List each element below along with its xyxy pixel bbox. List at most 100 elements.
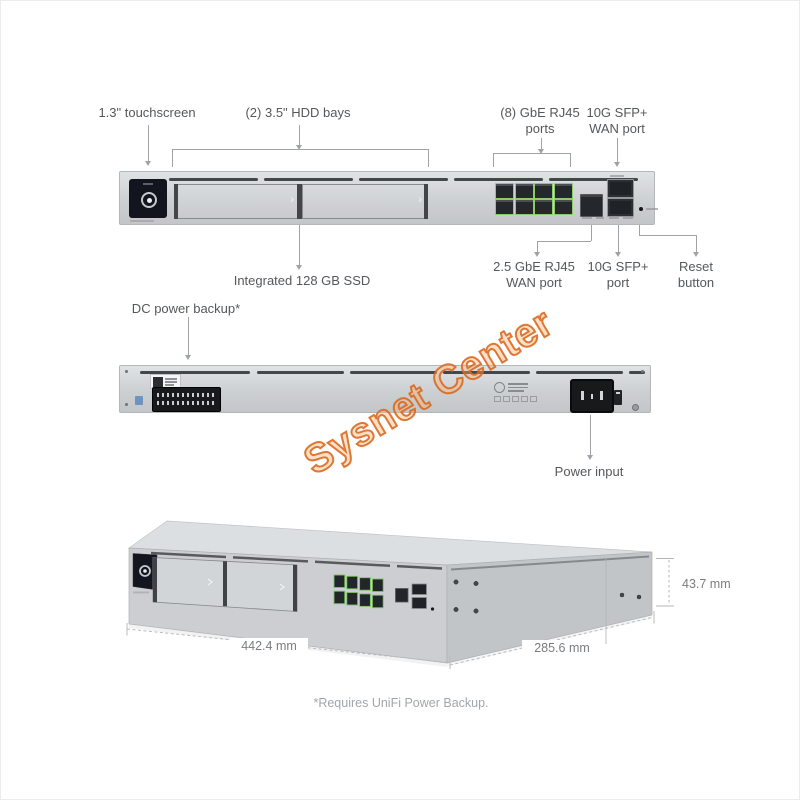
- dc-pins-row: [157, 401, 216, 405]
- leader-reset: [639, 235, 696, 236]
- rj45-port: [514, 199, 534, 215]
- leader-reset-arrow: [692, 252, 699, 257]
- callout-sfp-port-label: 10G SFP+ port: [587, 259, 649, 290]
- qr-sticker: [150, 374, 181, 389]
- vent-slot: [359, 178, 448, 181]
- rj45-port: [534, 183, 553, 199]
- cert-mark: [521, 396, 528, 402]
- vent-slot: [629, 371, 645, 374]
- label-text: [508, 386, 528, 388]
- leader-hdd-arrow: [295, 145, 302, 150]
- power-switch: [614, 390, 622, 405]
- leader-rj45-arrow: [537, 149, 544, 154]
- vent-slot: [264, 178, 353, 181]
- switch-mark: [616, 392, 620, 394]
- screw: [632, 404, 639, 411]
- vent-slot: [350, 371, 437, 374]
- tray-latch: [174, 184, 178, 219]
- leader-ssd-arrow: [295, 265, 302, 270]
- sticker-text: [165, 378, 177, 380]
- rj45-port: [514, 183, 534, 199]
- tray-latch: [297, 184, 302, 219]
- callout-power-input-label: Power input: [554, 464, 624, 479]
- wan-rj45-port: [580, 194, 603, 217]
- rear-panel: [119, 365, 651, 413]
- model-name-text: [133, 591, 149, 594]
- tray-release-icon: [207, 578, 213, 586]
- model-name-text: [130, 220, 154, 222]
- cert-mark: [503, 396, 510, 402]
- cert-mark: [494, 396, 501, 402]
- dimension-width-label: 442.4 mm: [241, 639, 297, 653]
- reset-button: [639, 207, 643, 211]
- ac-power-inlet: [570, 379, 614, 413]
- dimension-height-label: 43.7 mm: [682, 577, 731, 591]
- screw: [125, 403, 128, 406]
- rj45-port: [495, 183, 514, 199]
- sticker-text: [165, 381, 177, 383]
- callout-ssd-label: Integrated 128 GB SSD: [233, 273, 371, 288]
- rj45-port: [534, 199, 553, 215]
- leader-ssd: [298, 225, 300, 265]
- regulatory-mark: [135, 396, 143, 405]
- port-label-text: [609, 217, 619, 219]
- vent-slot: [536, 371, 623, 374]
- leader-sfp-wan: [616, 138, 618, 162]
- hdd-tray-2: ›: [302, 184, 428, 219]
- rj45-port-block: [333, 574, 384, 609]
- callout-dc-backup-label: DC power backup*: [131, 301, 241, 316]
- leader-wan-rj45: [590, 225, 592, 241]
- leader-wan-rj45-arrow: [533, 252, 540, 257]
- ac-pin: [581, 391, 584, 400]
- hdd-tray-1: ›: [174, 184, 300, 219]
- screw: [125, 370, 128, 373]
- leader-wan-rj45: [536, 241, 538, 252]
- leader-reset: [695, 235, 697, 252]
- side-edge-vent: [451, 555, 649, 571]
- screen-circle-icon: [141, 192, 157, 208]
- footnote: *Requires UniFi Power Backup.: [313, 696, 489, 710]
- qr-code: [152, 376, 163, 387]
- vent-slot: [443, 371, 530, 374]
- leader-sfp-port-arrow: [614, 252, 621, 257]
- leader-power-input: [589, 415, 591, 455]
- iso-side-details: [453, 579, 642, 614]
- leader-wan-rj45: [537, 241, 591, 242]
- label-text: [508, 383, 528, 385]
- ac-pin: [591, 394, 593, 399]
- leader-power-input-arrow: [586, 455, 593, 460]
- port-label-text: [623, 217, 633, 219]
- tray-release-icon: ›: [418, 194, 422, 206]
- wan-rj45-port: [395, 588, 409, 603]
- leader-dc-backup: [187, 317, 189, 355]
- vent-slot: [140, 371, 250, 374]
- tray-latch: [293, 564, 297, 612]
- tray-latch: [223, 561, 227, 607]
- screen-status-text: [143, 183, 153, 185]
- right-face: [446, 551, 653, 664]
- sticker-text: [165, 384, 174, 386]
- callout-rj45-ports-label: (8) GbE RJ45 ports: [500, 105, 580, 136]
- touchscreen-display: [129, 179, 167, 218]
- callout-touchscreen-label: 1.3" touchscreen: [98, 105, 196, 120]
- callout-sfp-wan-label: 10G SFP+ WAN port: [586, 105, 648, 136]
- tray-release-icon: ›: [290, 194, 294, 206]
- leader-touchscreen: [147, 125, 149, 161]
- dimension-height: [656, 558, 674, 607]
- tray-release-icon: [279, 583, 285, 591]
- dimension-label-bg: [522, 640, 602, 655]
- callout-hdd-bays-label: (2) 3.5" HDD bays: [245, 105, 351, 120]
- leader-sfp-wan-arrow: [613, 162, 620, 167]
- reset-button: [430, 607, 435, 611]
- leader-reset: [638, 225, 640, 235]
- top-face-vents: [151, 551, 442, 570]
- regulatory-label: [494, 382, 552, 404]
- cert-mark: [512, 396, 519, 402]
- rj45-port: [553, 199, 573, 215]
- bracket-hdd-bays: [172, 149, 429, 167]
- rj45-port: [495, 199, 514, 215]
- leader-sfp-port: [617, 225, 619, 252]
- sfp-port: [411, 597, 427, 609]
